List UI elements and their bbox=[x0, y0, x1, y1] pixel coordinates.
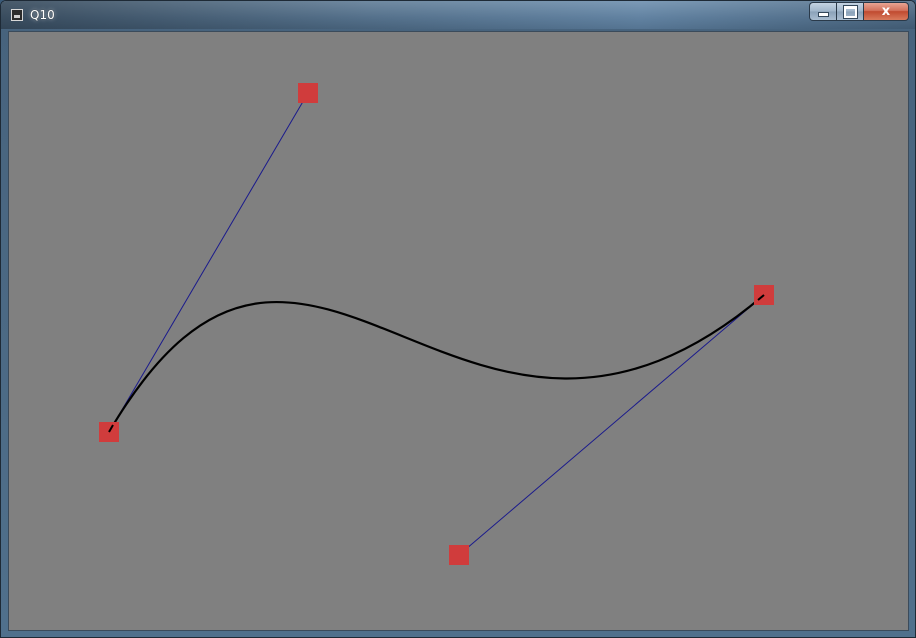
app-window-icon[interactable] bbox=[11, 9, 23, 21]
bezier-canvas-svg[interactable] bbox=[9, 32, 908, 630]
control-point-handle-start[interactable] bbox=[298, 83, 318, 103]
title-bar[interactable]: Q10 x bbox=[1, 1, 915, 29]
bezier-curve bbox=[107, 293, 766, 434]
anchor-start-tick bbox=[108, 424, 114, 433]
drawing-canvas[interactable] bbox=[8, 31, 909, 631]
maximize-icon bbox=[843, 5, 857, 18]
control-handle-line-start bbox=[108, 92, 309, 433]
control-handle-line-end bbox=[458, 294, 765, 556]
maximize-button[interactable] bbox=[836, 2, 863, 21]
close-icon: x bbox=[881, 4, 891, 19]
minimize-icon bbox=[817, 12, 829, 17]
window-title: Q10 bbox=[30, 8, 55, 22]
anchor-end-tick bbox=[757, 294, 765, 301]
minimize-button[interactable] bbox=[809, 2, 836, 21]
close-button[interactable]: x bbox=[863, 2, 909, 21]
control-point-handle-end[interactable] bbox=[449, 545, 469, 565]
caption-buttons: x bbox=[809, 2, 909, 21]
